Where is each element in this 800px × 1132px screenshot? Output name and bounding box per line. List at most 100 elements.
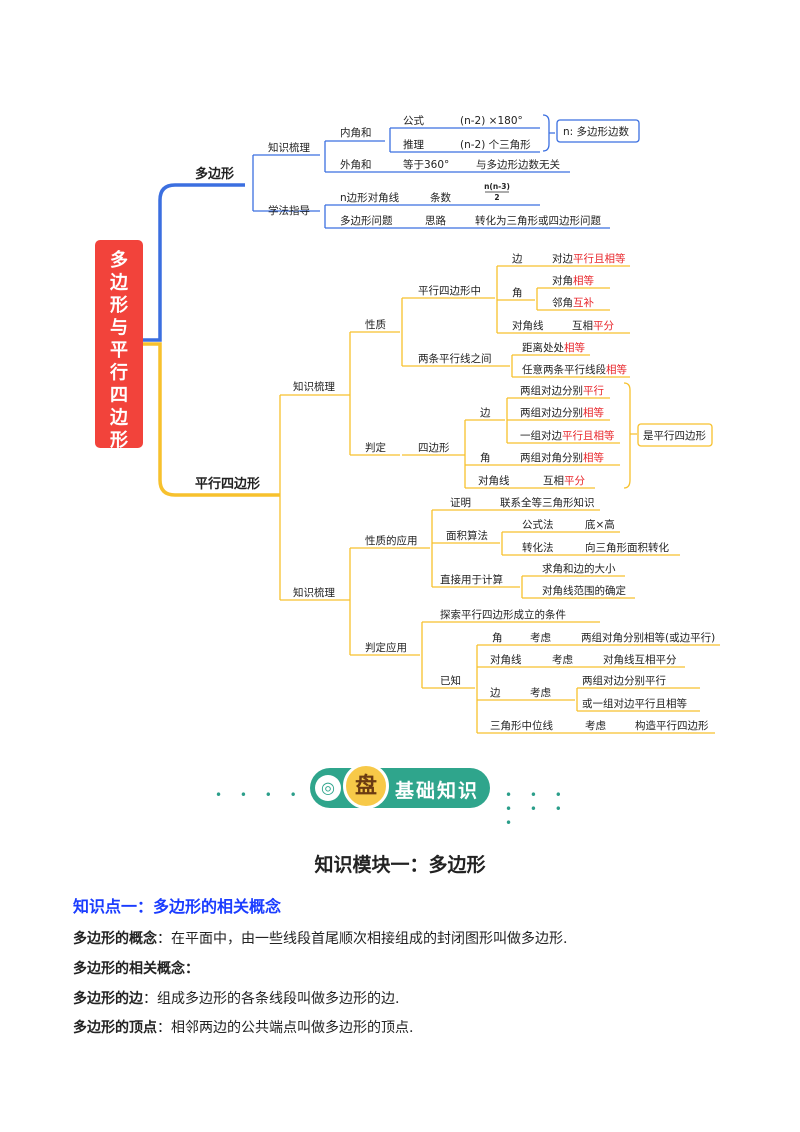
badge-icon: 盘: [343, 763, 389, 809]
parallelogram-lines: [279, 265, 720, 734]
pg-area-formula: 公式法: [522, 518, 554, 531]
pg-property: 性质: [365, 318, 386, 331]
pg-explore: 探索平行四边形成立的条件: [440, 608, 566, 621]
root-char: 边: [109, 273, 129, 294]
pg-k-mid: 三角形中位线: [490, 719, 553, 732]
pg-j4: 两组对角分别相等: [520, 451, 604, 464]
n-note: n: 多边形边数: [563, 125, 630, 138]
pg-k-side-b: 或一组对边平行且相等: [582, 697, 687, 710]
derive-value: (n-2) 个三角形: [460, 139, 531, 151]
pg-j3: 一组对边平行且相等: [520, 429, 615, 442]
fraction-numerator: n(n-3): [484, 182, 510, 191]
pg-k-side-a: 两组对边分别平行: [582, 674, 666, 687]
branch-polygon: [143, 183, 245, 342]
pg-k-diag-value: 对角线互相平分: [603, 653, 677, 666]
pg-judge: 判定: [365, 441, 386, 454]
problem-label: 多边形问题: [340, 214, 393, 227]
root-char: 平: [110, 340, 128, 361]
idea-label: 思路: [425, 214, 446, 227]
method-guide: 学法指导: [268, 204, 310, 217]
section-banner: • • • • • • • ◎ 盘 基础知识 • • • • • • •: [215, 763, 585, 830]
parallelogram-title: 平行四边形: [195, 476, 260, 492]
pg-judge-diag: 对角线: [478, 474, 510, 487]
pg-side: 边: [512, 253, 523, 265]
pg-proof-value: 联系全等三角形知识: [500, 496, 595, 509]
paragraph-related: 多边形的相关概念：: [73, 958, 199, 978]
branch-parallelogram: [143, 342, 280, 497]
root-char: 形: [110, 430, 128, 451]
pg-opp-angle: 对角相等: [552, 274, 594, 287]
concept-text: ：在平面中，由一些线段首尾顺次相接组成的封闭图形叫做多边形.: [157, 931, 568, 947]
paragraph-vertex: 多边形的顶点：相邻两边的公共端点叫做多边形的顶点.: [73, 1017, 413, 1037]
pg-is-pg: 是平行四边形: [643, 429, 706, 442]
vertex-text: ：相邻两边的公共端点叫做多边形的顶点.: [157, 1020, 414, 1036]
pg-dist: 距离处处相等: [522, 341, 585, 354]
pg-k-diag-consider: 考虑: [552, 654, 573, 666]
root-node: [95, 240, 143, 448]
pg-angle: 角: [512, 287, 523, 299]
pg-side-value: 对边平行且相等: [552, 252, 626, 265]
exterior-eq: 等于360°: [403, 158, 449, 171]
root-char: 形: [110, 295, 128, 316]
root-char: 与: [110, 318, 128, 339]
svg-text:多边形与平行四边形: 多边形与平行四边形: [109, 249, 129, 451]
fraction-denominator: 2: [494, 193, 499, 202]
pg-diagonal: 对角线: [512, 319, 544, 332]
polygon-knowledge: 知识梳理: [268, 141, 310, 154]
pg-calc-a: 求角和边的大小: [542, 562, 616, 575]
pg-k-side-consider: 考虑: [530, 687, 551, 699]
derive-label: 推理: [403, 138, 424, 151]
pg-calc-b: 对角线范围的确定: [542, 584, 626, 597]
pg-k-mid-consider: 考虑: [585, 720, 606, 732]
pg-j1: 两组对边分别平行: [520, 384, 604, 397]
diag-label: n边形对角线: [340, 191, 400, 204]
related-label: 多边形的相关概念：: [73, 961, 199, 977]
pg-j5: 互相平分: [543, 474, 585, 487]
pg-k-angle-consider: 考虑: [530, 632, 551, 644]
paragraph-concept: 多边形的概念：在平面中，由一些线段首尾顺次相接组成的封闭图形叫做多边形.: [73, 928, 567, 948]
count-label: 条数: [430, 191, 451, 204]
pg-in-pg: 平行四边形中: [418, 284, 481, 297]
pg-k-diag: 对角线: [490, 653, 522, 666]
pg-area-convert-value: 向三角形面积转化: [585, 541, 669, 554]
pg-seg: 任意两条平行线段相等: [522, 363, 627, 376]
pg-proof: 证明: [450, 497, 471, 509]
pg-judge-angle: 角: [480, 452, 491, 464]
pg-between: 两条平行线之间: [418, 352, 492, 365]
root-char: 多: [110, 249, 128, 271]
vertex-label: 多边形的顶点: [73, 1020, 157, 1036]
pg-calc: 直接用于计算: [440, 573, 503, 586]
pg-apply: 性质的应用: [365, 534, 418, 547]
side-text: ：组成多边形的各条线段叫做多边形的边.: [143, 991, 400, 1007]
pg-k-angle: 角: [492, 632, 503, 644]
polygon-title: 多边形: [195, 166, 234, 182]
root-char: 行: [109, 362, 128, 384]
pg-judge-side: 边: [480, 407, 491, 419]
target-icon: ◎: [315, 775, 341, 801]
root-label: 多边形与平行四边形: [109, 249, 129, 451]
pg-k-side: 边: [490, 687, 501, 699]
polygon-lines: [252, 114, 610, 229]
banner-dots-right: • • • • • • •: [505, 788, 569, 830]
knowledge-point-title: 知识点一：多边形的相关概念: [73, 897, 282, 916]
pg-k-angle-value: 两组对角分别相等(或边平行): [581, 631, 715, 644]
pg-j2: 两组对边分别相等: [520, 406, 604, 419]
interior-angle: 内角和: [340, 126, 372, 139]
pg-knowledge-1: 知识梳理: [293, 380, 335, 393]
module-title: 知识模块一：多边形: [314, 854, 486, 876]
mind-map: 多边形与平行四边形 多边形 平行四边形 知识梳理 内角和 公式 (n-2) ×1…: [95, 114, 720, 734]
pg-knowledge-2: 知识梳理: [293, 586, 335, 599]
pg-area-convert: 转化法: [522, 541, 554, 554]
pg-area-formula-value: 底×高: [585, 518, 615, 531]
is-pg-box: [637, 423, 713, 447]
formula-label: 公式: [403, 114, 424, 127]
concept-label: 多边形的概念: [73, 931, 157, 947]
pg-quad: 四边形: [418, 442, 450, 454]
pg-diag-value: 互相平分: [572, 319, 614, 332]
root-char: 四: [110, 385, 128, 406]
side-label: 多边形的边: [73, 991, 143, 1007]
exterior-angle: 外角和: [340, 159, 372, 171]
idea-value: 转化为三角形或四边形问题: [475, 214, 601, 227]
paragraph-side: 多边形的边：组成多边形的各条线段叫做多边形的边.: [73, 988, 399, 1008]
pg-area: 面积算法: [446, 529, 488, 542]
